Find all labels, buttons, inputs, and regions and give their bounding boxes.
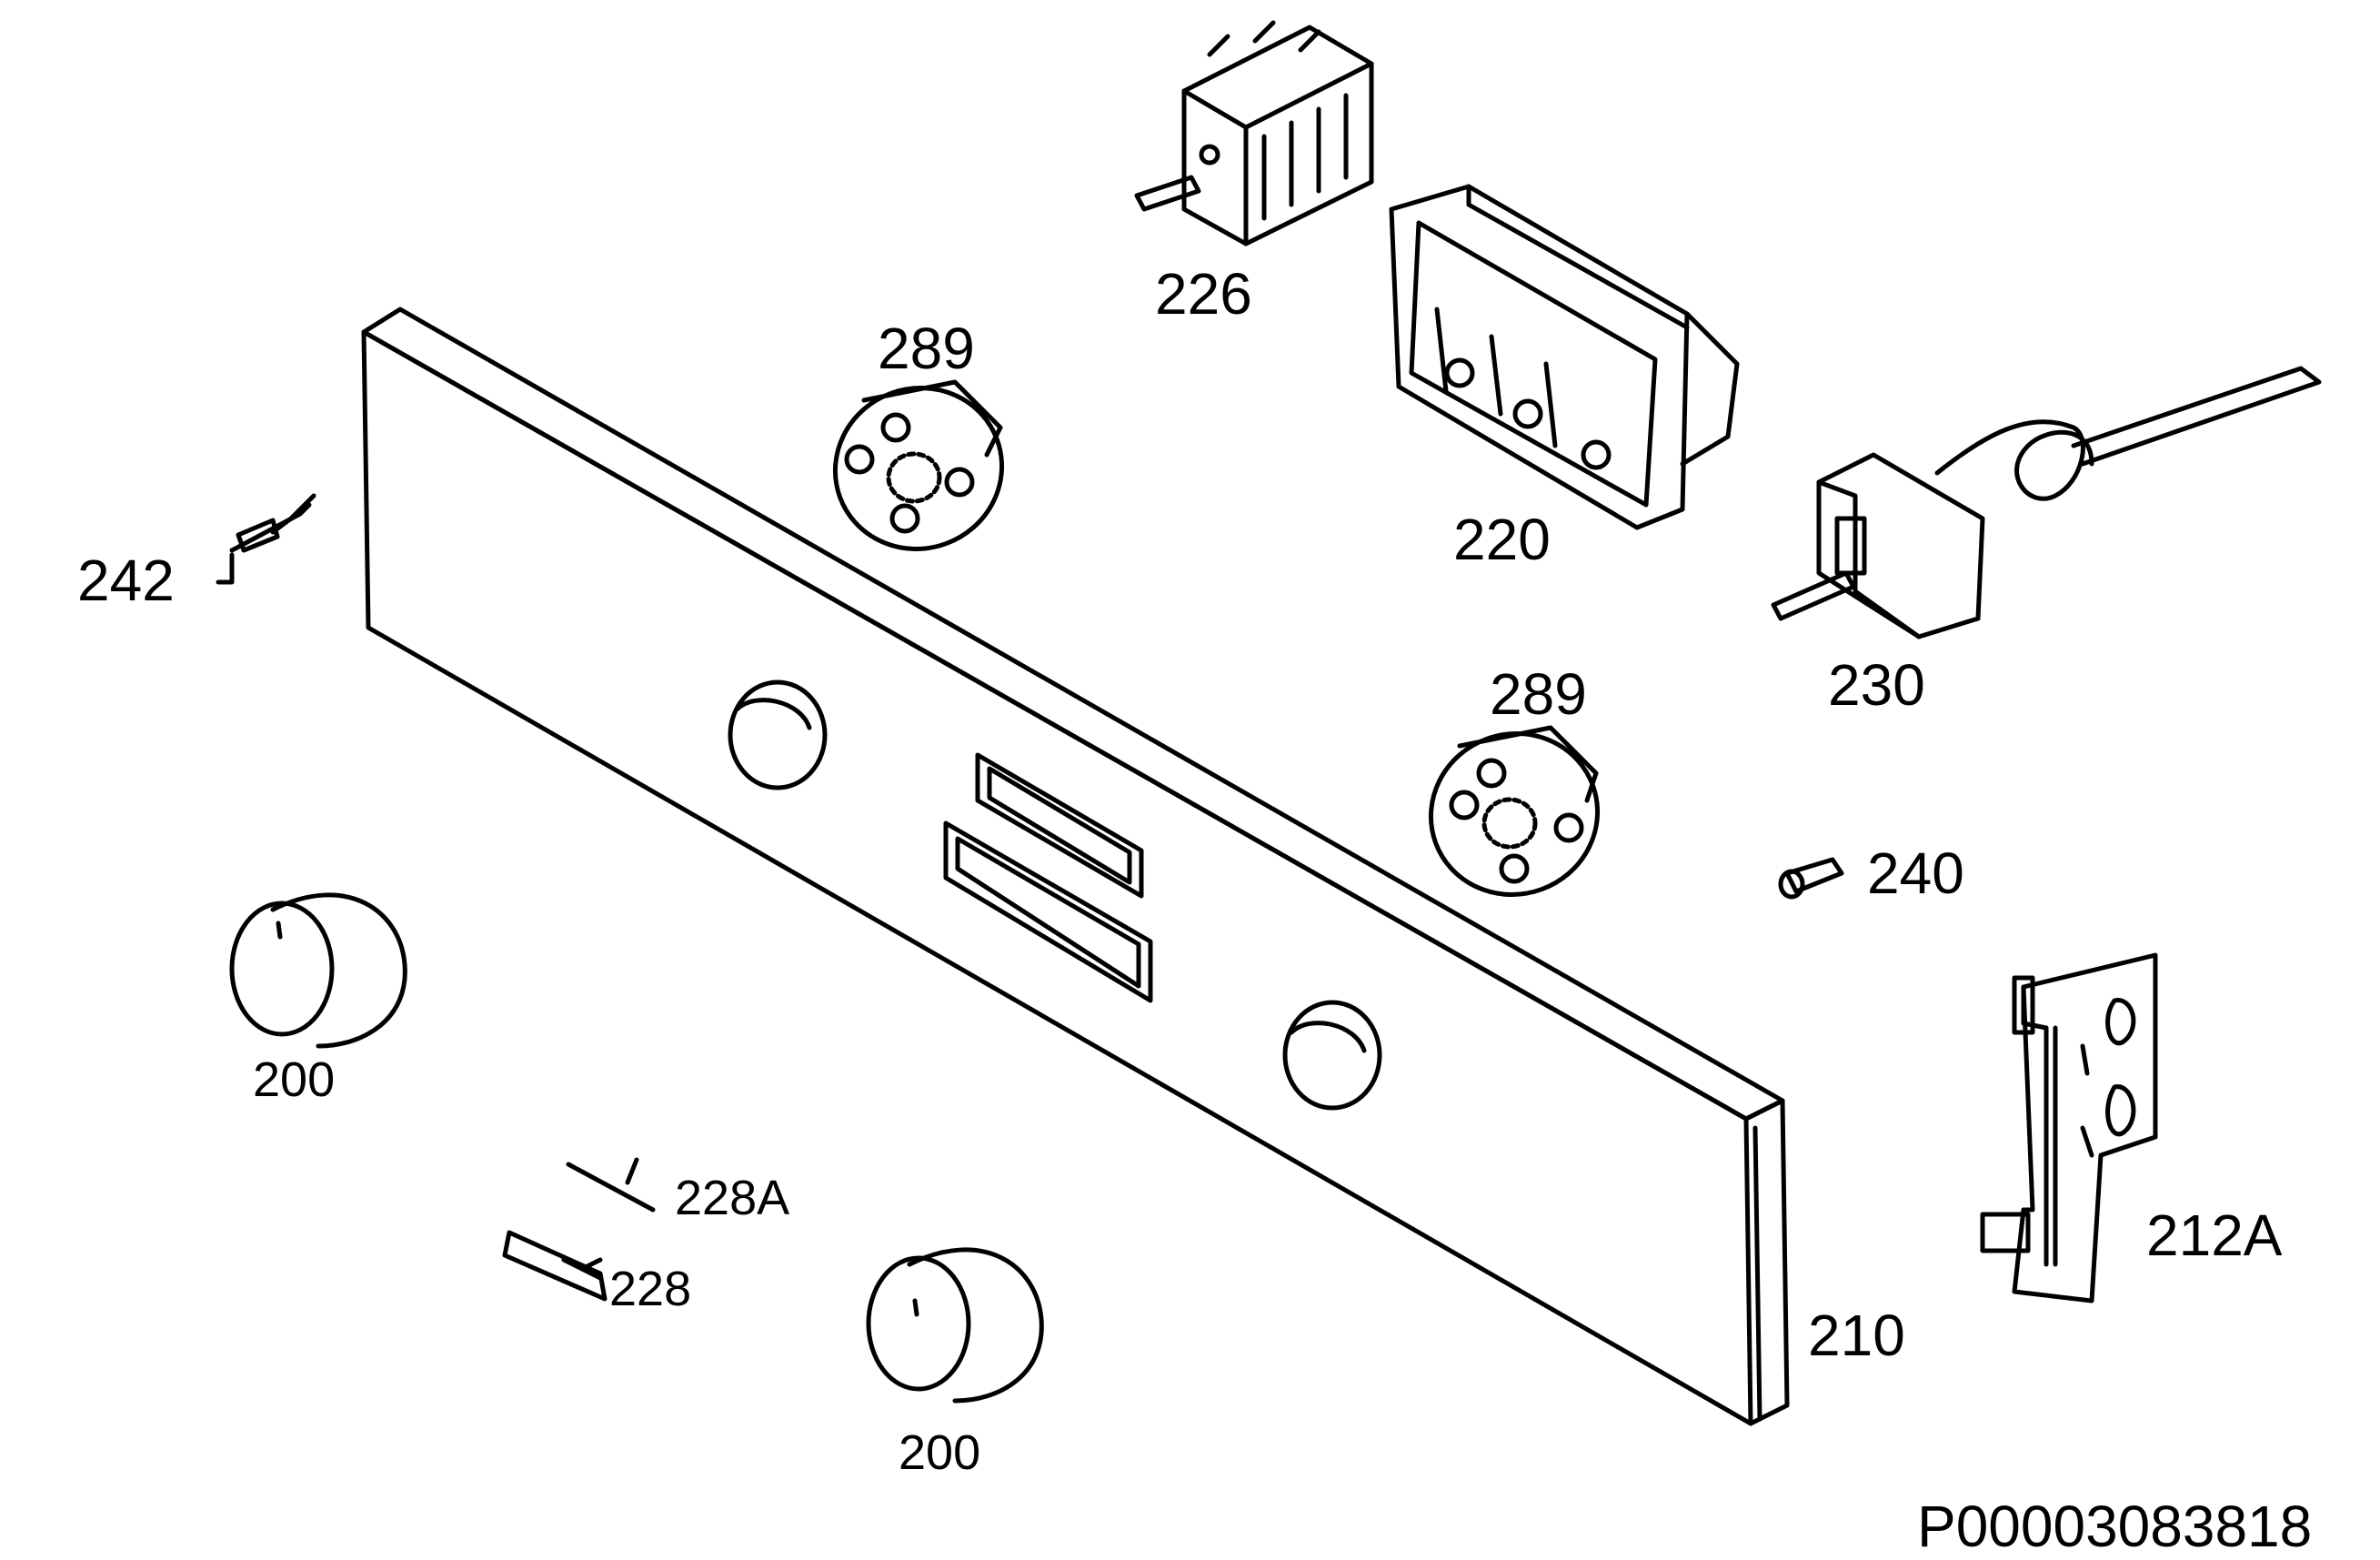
label-200-left: 200 xyxy=(253,1052,335,1107)
part-210-control-panel xyxy=(361,307,1790,1426)
part-240-lamp xyxy=(1778,857,1844,900)
label-289-lower: 289 xyxy=(1490,661,1587,727)
part-289-upper-gear-unit xyxy=(832,379,1005,551)
label-210: 210 xyxy=(1808,1303,1905,1368)
part-226-selector-switch xyxy=(1134,20,1374,247)
label-240: 240 xyxy=(1867,840,1964,906)
label-230: 230 xyxy=(1828,652,1925,718)
part-212a-bracket xyxy=(1980,952,2158,1303)
part-228-clip xyxy=(502,1230,608,1302)
label-200-bottom: 200 xyxy=(899,1425,980,1480)
part-228a-pin xyxy=(566,1157,656,1213)
label-242: 242 xyxy=(77,548,175,613)
label-228a: 228A xyxy=(675,1171,789,1225)
part-200-knob-left xyxy=(229,892,407,1049)
label-212a: 212A xyxy=(2146,1203,2283,1268)
part-230-thermostat xyxy=(1771,366,2322,639)
label-226: 226 xyxy=(1155,261,1252,327)
part-200-knob-bottom xyxy=(866,1247,1044,1404)
drawing-code: P00003083818 xyxy=(1917,1494,2312,1559)
label-228: 228 xyxy=(609,1262,691,1316)
part-242-sensor xyxy=(216,493,316,585)
label-289-upper: 289 xyxy=(878,316,975,381)
part-289-lower-gear-unit xyxy=(1428,725,1601,897)
part-220-display-module xyxy=(1389,184,1740,530)
label-220: 220 xyxy=(1453,507,1551,572)
